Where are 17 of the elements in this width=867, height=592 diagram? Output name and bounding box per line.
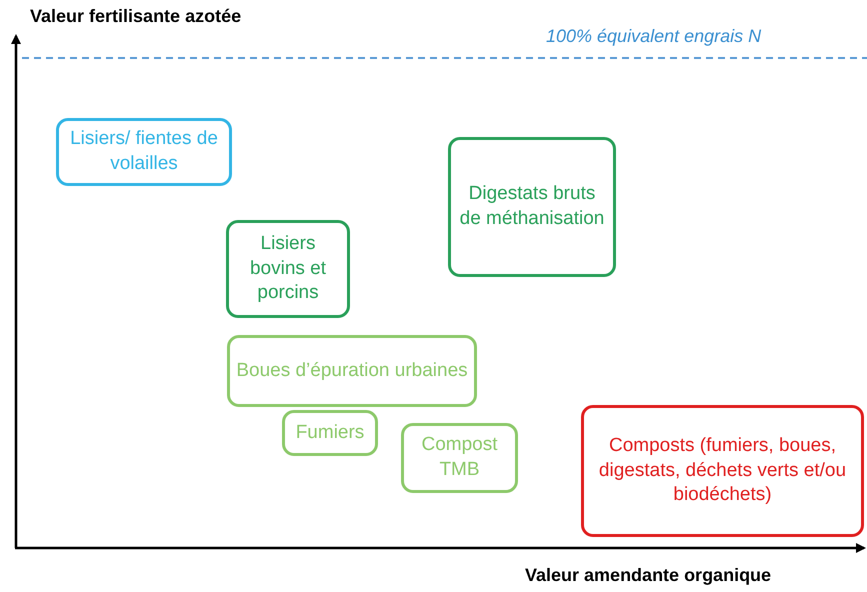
category-label: Fumiers xyxy=(296,420,364,445)
category-label: Digestats bruts de méthanisation xyxy=(458,182,606,231)
category-label: Compost TMB xyxy=(420,433,499,482)
category-box xyxy=(401,423,518,493)
category-label: Lisiers/ fientes de volailles xyxy=(69,127,219,176)
category-box xyxy=(581,405,864,537)
axis-title: Valeur fertilisante azotée xyxy=(30,6,242,27)
category-box xyxy=(56,118,232,186)
category-box xyxy=(226,220,350,318)
category-box xyxy=(282,410,378,456)
category-box xyxy=(227,335,477,407)
axis-title: Valeur amendante organique xyxy=(525,565,772,586)
reference-line-label: 100% équivalent engrais N xyxy=(546,26,762,47)
category-box xyxy=(448,137,616,277)
category-label: Boues d’épuration urbaines xyxy=(236,358,468,383)
category-label: Lisiers bovins et porcins xyxy=(248,232,328,306)
category-label: Composts (fumiers, boues, digestats, déchets verts et/ou biodéchets) xyxy=(598,434,848,508)
